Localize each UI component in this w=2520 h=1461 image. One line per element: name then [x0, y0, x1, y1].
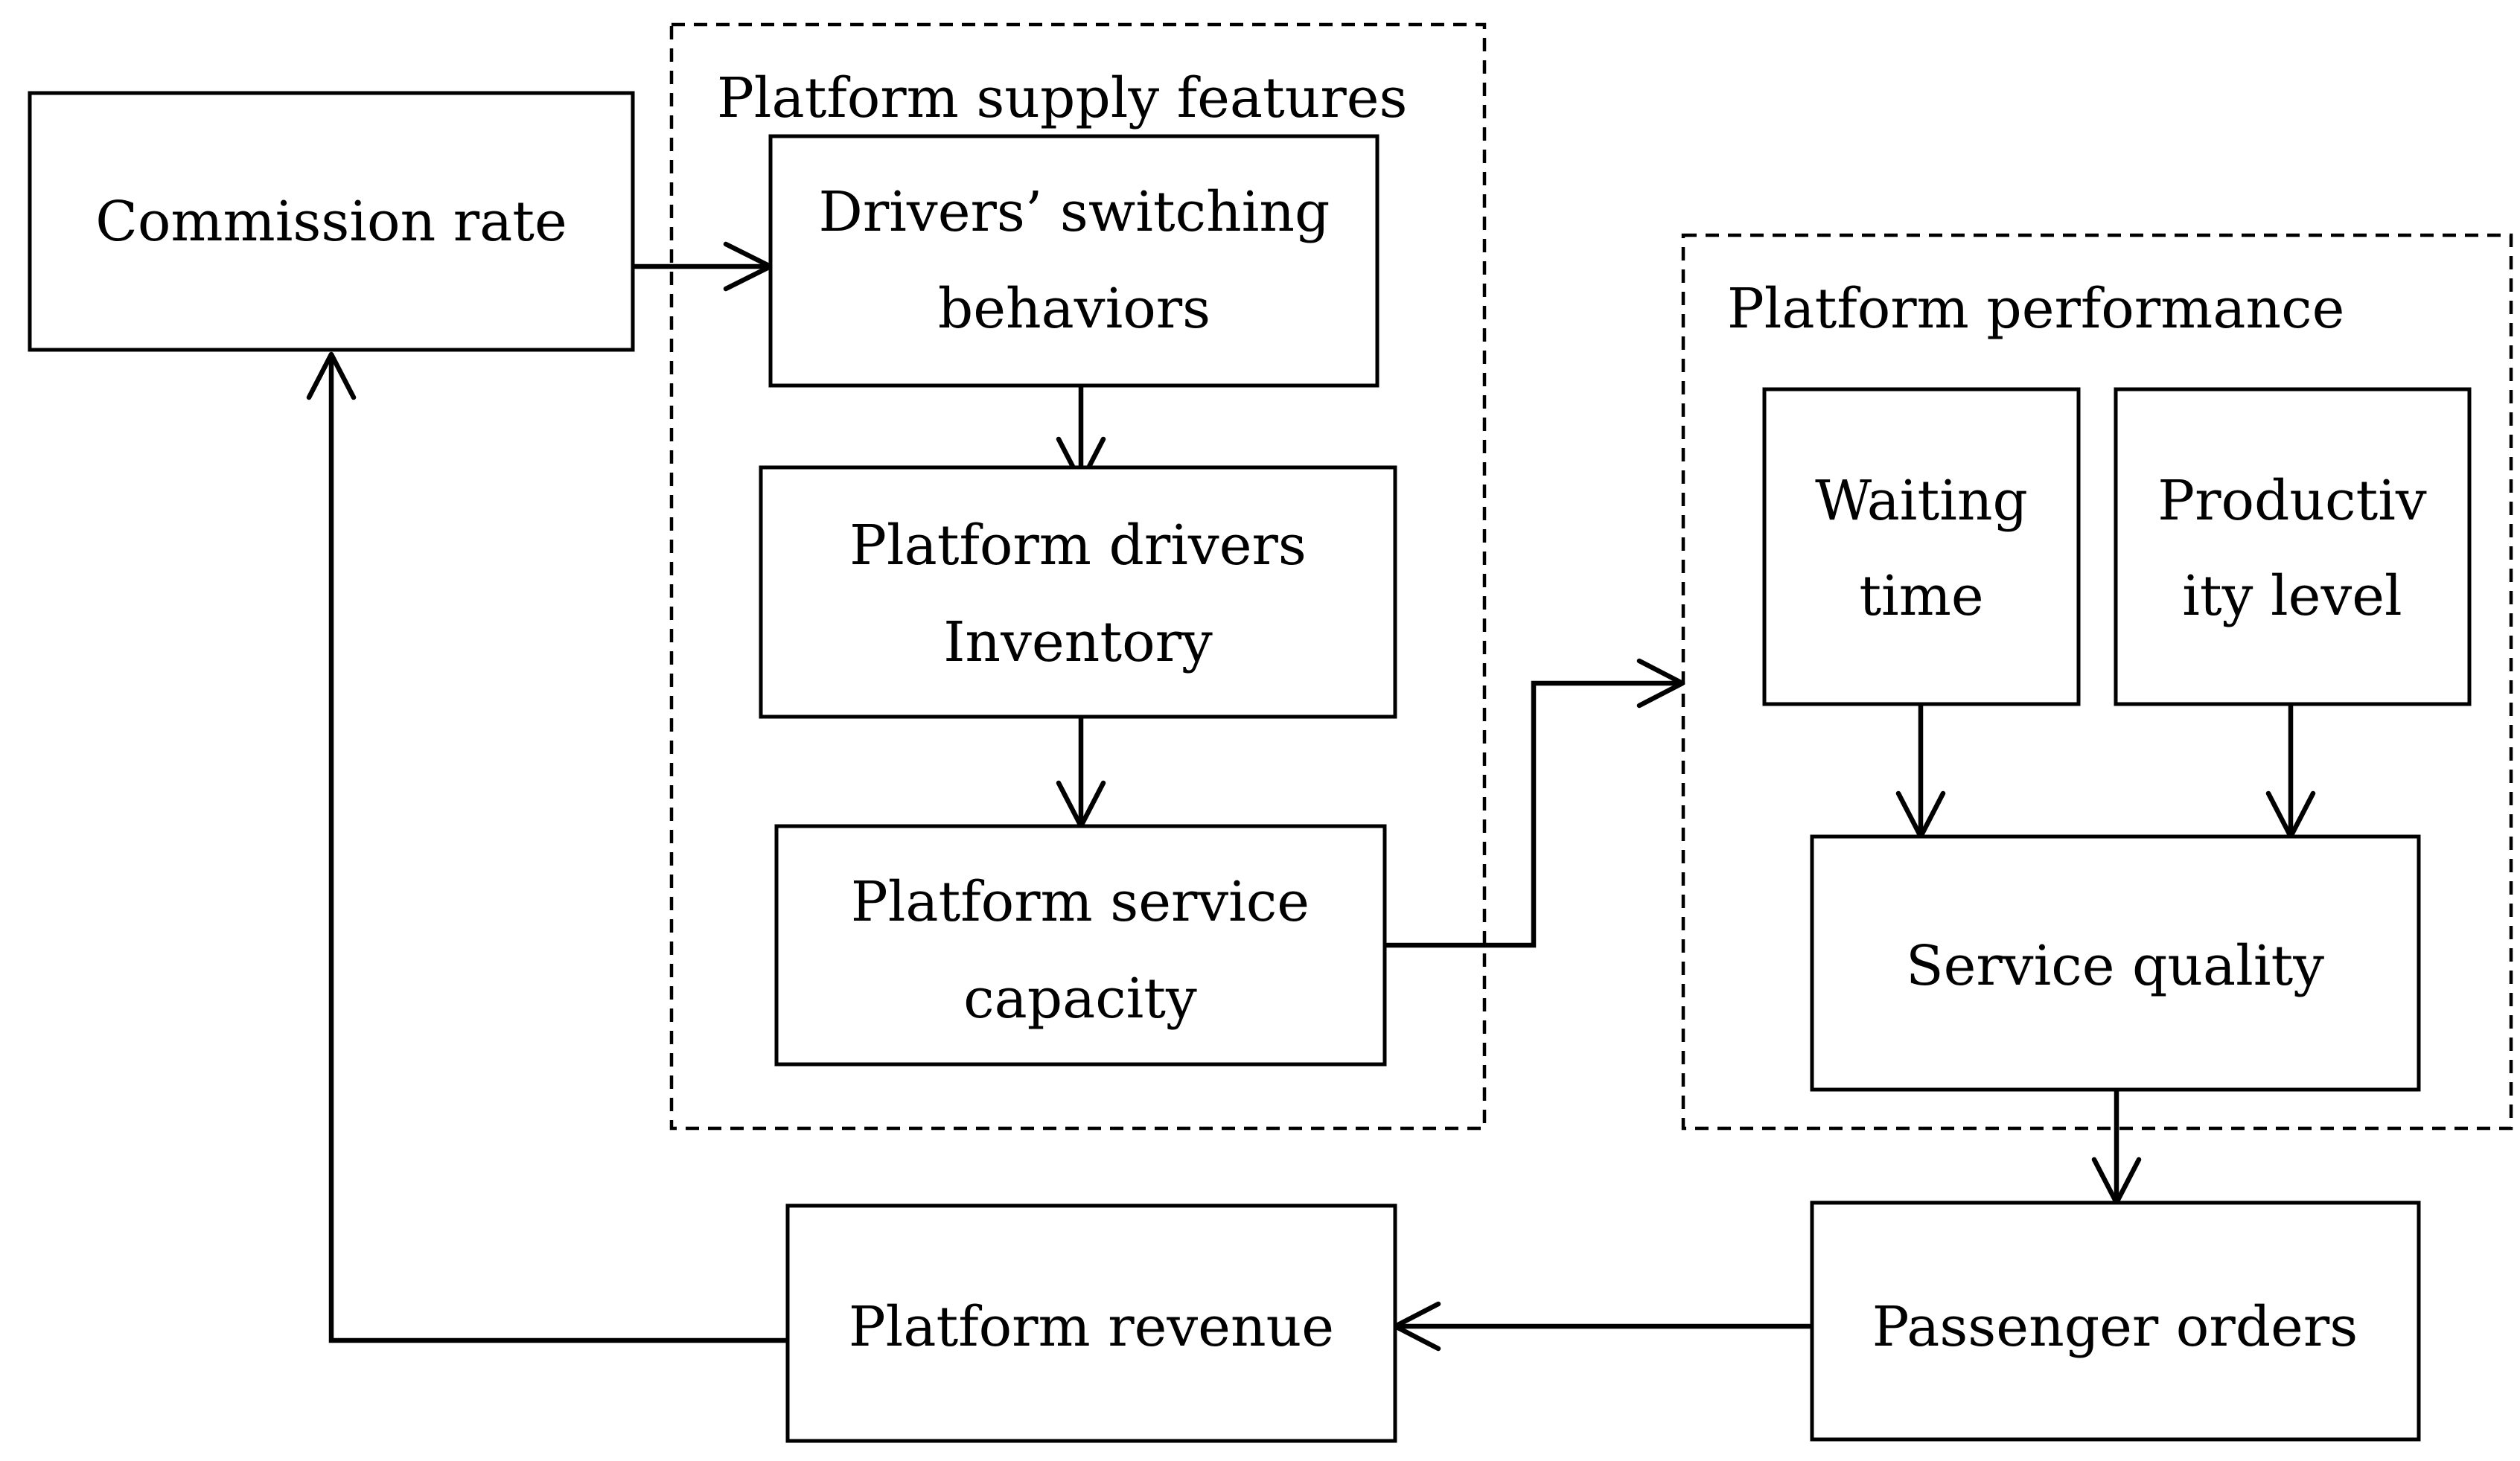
node-label: capacity	[963, 967, 1197, 1031]
group-platform-supply-features	[669, 22, 1487, 1131]
node-waiting-time	[1762, 387, 2081, 706]
arrowhead-commission	[306, 351, 357, 400]
node-label: Commission rate	[95, 190, 567, 254]
node-label: Drivers’ switching	[819, 180, 1330, 244]
node-productivity-level	[2114, 387, 2472, 706]
node-label: Productiv	[2157, 469, 2427, 533]
node-label: Service quality	[1906, 934, 2324, 998]
node-label: time	[1859, 564, 1983, 628]
node-passenger-orders	[1810, 1201, 2421, 1442]
node-label: Platform service	[851, 870, 1310, 934]
arrowhead-performance	[1636, 658, 1685, 709]
node-commission-rate	[28, 91, 635, 352]
node-label: behaviors	[938, 277, 1210, 341]
edge-capacity-to-performance	[1385, 680, 1682, 948]
node-label: Waiting	[1815, 469, 2028, 533]
node-service-quality	[1810, 834, 2421, 1092]
node-platform-service-capacity	[774, 824, 1387, 1067]
node-drivers-switching-behaviors	[768, 134, 1379, 388]
group-label-supply: Platform supply features	[717, 66, 1408, 130]
node-label: ity level	[2182, 564, 2402, 628]
node-label: Inventory	[943, 610, 1213, 674]
group-label-performance: Platform performance	[1727, 277, 2344, 341]
node-platform-revenue	[785, 1203, 1397, 1443]
edge-revenue-to-commission	[328, 354, 788, 1343]
node-label: Passenger orders	[1872, 1295, 2358, 1359]
node-platform-drivers-inventory	[759, 465, 1397, 719]
node-label: Platform revenue	[849, 1295, 1334, 1359]
node-label: Platform drivers	[849, 514, 1307, 578]
